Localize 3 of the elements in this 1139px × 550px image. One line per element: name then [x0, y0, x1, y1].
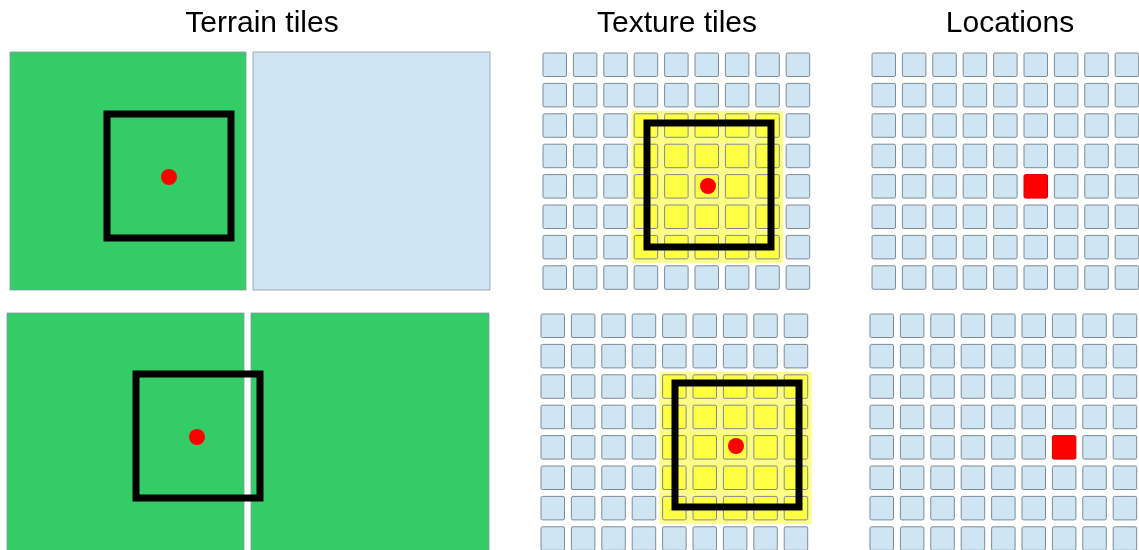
column-heading: Locations [945, 4, 1075, 40]
column-heading: Texture tiles [596, 4, 758, 40]
column-heading: Terrain tiles [185, 4, 339, 40]
